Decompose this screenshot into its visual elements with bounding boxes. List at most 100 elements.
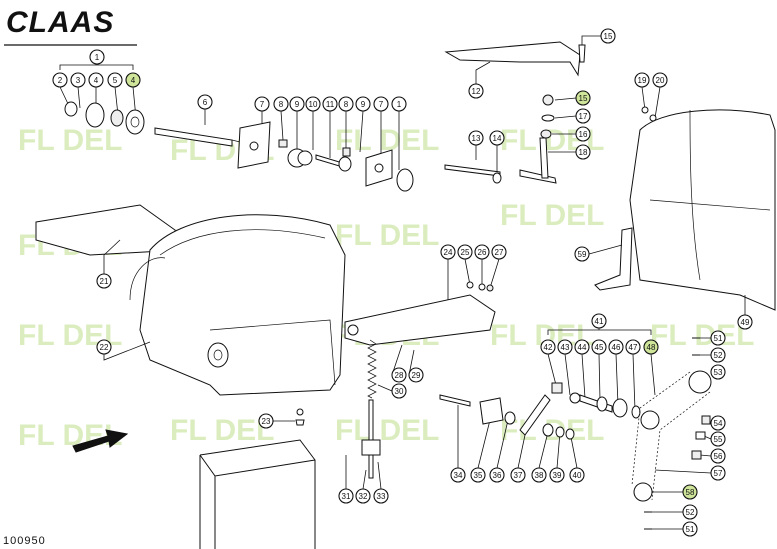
watermark-text: FL DEL	[18, 124, 122, 157]
callout-c9b: 9	[355, 96, 371, 112]
callout-number: 15	[579, 94, 588, 103]
callout-number: 26	[478, 248, 487, 257]
bolt-part	[578, 44, 586, 63]
callout-c4a: 4	[88, 72, 104, 88]
assembly-1-group	[59, 64, 145, 135]
callout-number: 5	[113, 76, 118, 85]
shaft-6	[154, 109, 241, 147]
callout-c24: 24	[440, 244, 456, 260]
callout-number: 7	[379, 100, 384, 109]
callout-c47: 47	[625, 339, 641, 355]
callout-circle	[457, 244, 473, 260]
callout-circle	[531, 467, 547, 483]
callout-number: 57	[714, 469, 723, 478]
callout-c54: 54	[710, 415, 726, 431]
callout-number: 51	[714, 334, 723, 343]
callout-number: 15	[604, 32, 613, 41]
callout-circle	[96, 339, 112, 355]
callout-circle	[557, 339, 573, 355]
cover-12	[444, 41, 581, 84]
callout-number: 12	[472, 87, 481, 96]
callout-number: 32	[359, 492, 368, 501]
callout-number: 49	[741, 318, 750, 327]
callout-c25: 25	[457, 244, 473, 260]
callout-c57: 57	[710, 465, 726, 481]
callout-circle	[540, 339, 556, 355]
callout-c36: 36	[489, 467, 505, 483]
callout-c39: 39	[549, 467, 565, 483]
callout-number: 52	[714, 351, 723, 360]
drive-parts-7-11	[237, 110, 414, 192]
callout-number: 39	[553, 471, 562, 480]
callout-circle	[510, 467, 526, 483]
flange-part	[396, 168, 414, 192]
callout-circle	[608, 339, 624, 355]
callout-c51b: 51	[682, 521, 698, 537]
callout-c31: 31	[338, 488, 354, 504]
brand-logo: CLAAS	[6, 6, 114, 39]
callout-c1b: 1	[391, 96, 407, 112]
callout-c15b: 15	[575, 90, 591, 106]
callout-number: 9	[361, 100, 366, 109]
callout-c4b: 4	[125, 72, 141, 88]
callout-c37: 37	[510, 467, 526, 483]
callout-number: 7	[260, 100, 265, 109]
callout-circle	[710, 347, 726, 363]
callout-circle	[125, 72, 141, 88]
callout-circle	[591, 313, 607, 329]
callout-circle	[710, 330, 726, 346]
idler-parts-34-40	[439, 394, 578, 469]
callout-circle	[70, 72, 86, 88]
callout-number: 6	[203, 98, 208, 107]
callout-number: 34	[454, 471, 463, 480]
callout-circle	[89, 49, 105, 65]
callout-number: 11	[326, 100, 335, 109]
callout-c26: 26	[474, 244, 490, 260]
callout-circle	[391, 96, 407, 112]
callout-c22: 22	[96, 339, 112, 355]
watermark-text: FL DEL	[170, 414, 274, 447]
sprocket-part	[633, 482, 653, 502]
callout-circle	[600, 28, 616, 44]
callout-number: 19	[638, 76, 647, 85]
callout-c19: 19	[634, 72, 650, 88]
callout-c16: 16	[575, 126, 591, 142]
callout-circle	[322, 96, 338, 112]
callout-circle	[682, 484, 698, 500]
callout-c13: 13	[468, 130, 484, 146]
callout-circle	[470, 467, 486, 483]
callout-c21: 21	[96, 273, 112, 289]
callout-c46: 46	[608, 339, 624, 355]
callout-number: 28	[395, 371, 404, 380]
callout-c44: 44	[574, 339, 590, 355]
callout-circle	[625, 339, 641, 355]
callout-circle	[710, 431, 726, 447]
shaft-part	[154, 127, 233, 147]
callout-c41: 41	[591, 313, 607, 329]
callout-circle	[575, 90, 591, 106]
callout-number: 1	[397, 100, 402, 109]
callout-circle	[289, 96, 305, 112]
spring-rod-30-32	[345, 339, 415, 490]
callout-circle	[373, 96, 389, 112]
callout-circle	[355, 488, 371, 504]
callout-circle	[338, 96, 354, 112]
callout-number: 30	[395, 387, 404, 396]
callout-circle	[408, 367, 424, 383]
callout-number: 55	[714, 435, 723, 444]
callout-c40: 40	[569, 467, 585, 483]
callout-circle	[107, 72, 123, 88]
callout-number: 45	[595, 343, 604, 352]
bushing-part	[110, 109, 124, 127]
callout-c49: 49	[737, 314, 753, 330]
callout-circle	[549, 467, 565, 483]
callout-number: 46	[612, 343, 621, 352]
callout-number: 8	[279, 100, 284, 109]
callout-circle	[197, 94, 213, 110]
top-cover	[444, 41, 581, 77]
callout-number: 22	[100, 343, 109, 352]
callout-circle	[258, 413, 274, 429]
arm-part	[519, 394, 551, 436]
tensioner-plate	[344, 294, 496, 346]
